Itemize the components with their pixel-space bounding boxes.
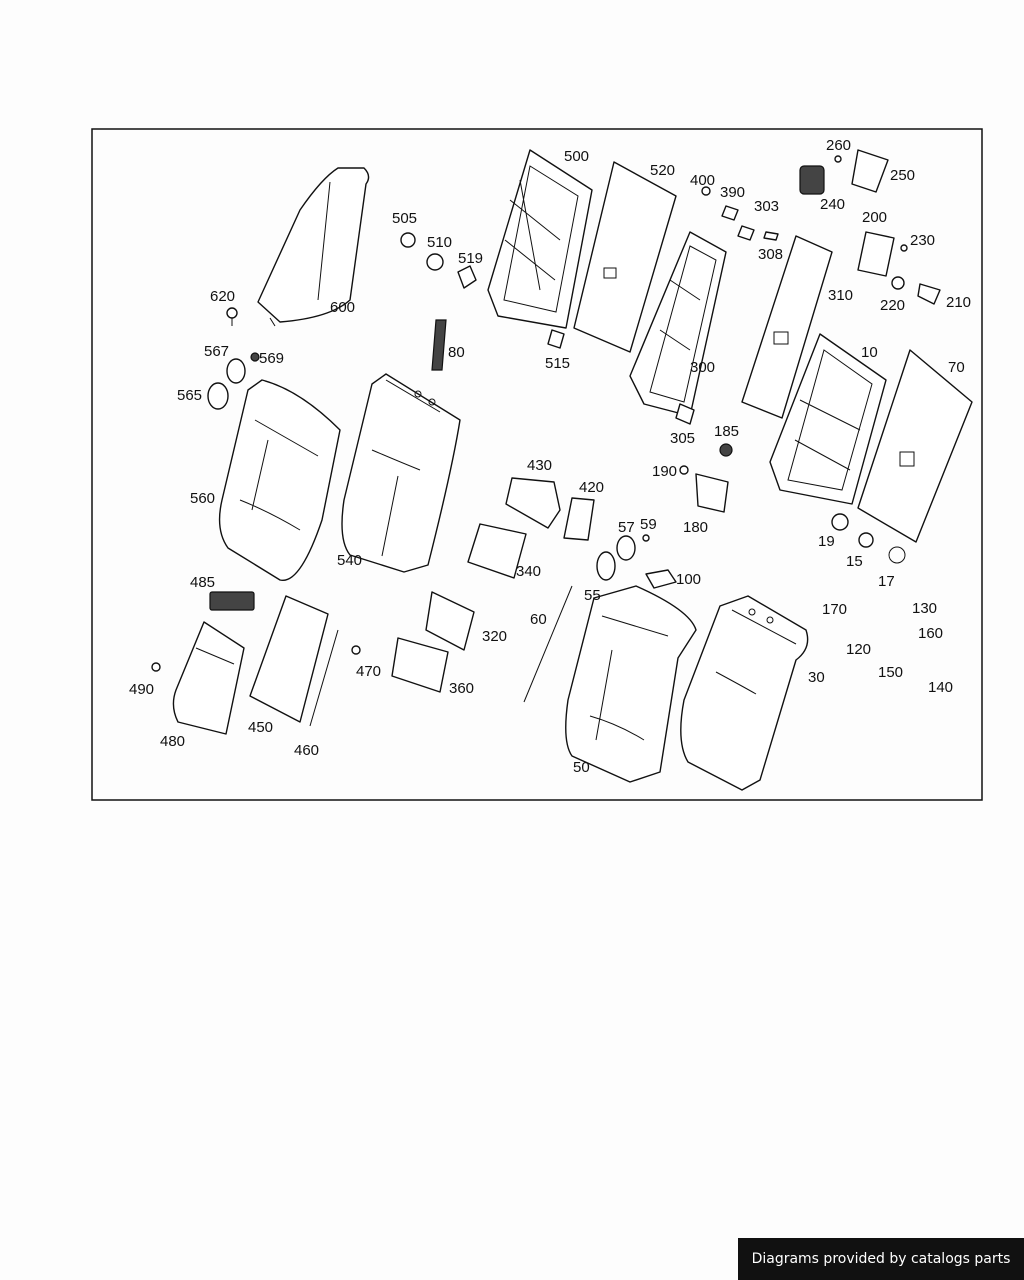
label-180: 180 <box>683 519 708 536</box>
label-430: 430 <box>527 457 552 474</box>
label-190: 190 <box>652 463 677 480</box>
part-565-567-569-discs <box>207 352 260 410</box>
label-390: 390 <box>720 184 745 201</box>
label-567: 567 <box>204 343 229 360</box>
label-30: 30 <box>808 669 825 686</box>
part-560-seat-cushion <box>218 379 341 581</box>
part-180-185-190-bracket <box>679 443 733 513</box>
label-520: 520 <box>650 162 675 179</box>
part-485-switch-block <box>209 591 255 611</box>
part-600-side-bolster <box>257 167 370 327</box>
label-305: 305 <box>670 430 695 447</box>
label-57: 57 <box>618 519 635 536</box>
label-140: 140 <box>928 679 953 696</box>
label-320: 320 <box>482 628 507 645</box>
part-540-seat-cushion <box>341 373 461 573</box>
label-185: 185 <box>714 423 739 440</box>
part-340-cover <box>467 523 527 579</box>
label-170: 170 <box>822 601 847 618</box>
label-group: 10 15 17 19 30 50 55 57 59 60 70 80 100 … <box>129 137 971 776</box>
label-505: 505 <box>392 210 417 227</box>
label-510: 510 <box>427 234 452 251</box>
label-80: 80 <box>448 344 465 361</box>
label-230: 230 <box>910 232 935 249</box>
label-560: 560 <box>190 490 215 507</box>
label-10: 10 <box>861 344 878 361</box>
label-600: 600 <box>330 299 355 316</box>
label-480: 480 <box>160 733 185 750</box>
label-360: 360 <box>449 680 474 697</box>
part-15-17-19-rings <box>831 513 906 564</box>
part-450-460-brackets <box>249 595 339 727</box>
part-320-360-covers <box>391 591 475 693</box>
part-300-backrest-frame <box>629 231 727 417</box>
part-10-backrest-frame <box>769 333 887 505</box>
credit-banner: Diagrams provided by catalogs parts <box>738 1238 1024 1280</box>
part-515-bracket <box>547 329 565 349</box>
label-485: 485 <box>190 574 215 591</box>
part-500-backrest-frame <box>487 149 593 329</box>
label-300: 300 <box>690 359 715 376</box>
label-340: 340 <box>516 563 541 580</box>
label-120: 120 <box>846 641 871 658</box>
part-420-430-trim <box>505 477 595 541</box>
part-505-510-519-fittings <box>400 232 477 289</box>
part-310-panel <box>741 235 833 419</box>
label-500: 500 <box>564 148 589 165</box>
label-450: 450 <box>248 719 273 736</box>
part-70-panel <box>857 349 973 543</box>
label-15: 15 <box>846 553 863 570</box>
label-250: 250 <box>890 167 915 184</box>
part-60-rod <box>523 585 573 703</box>
label-60: 60 <box>530 611 547 628</box>
part-305-bracket <box>675 403 695 425</box>
label-420: 420 <box>579 479 604 496</box>
label-17: 17 <box>878 573 895 590</box>
label-460: 460 <box>294 742 319 759</box>
part-470-screw <box>351 645 361 655</box>
part-400-390-303-308-fasteners <box>701 186 779 241</box>
label-160: 160 <box>918 625 943 642</box>
label-310: 310 <box>828 287 853 304</box>
label-400: 400 <box>690 172 715 189</box>
label-540: 540 <box>337 552 362 569</box>
label-240: 240 <box>820 196 845 213</box>
part-80-rod <box>431 319 447 371</box>
label-565: 565 <box>177 387 202 404</box>
label-55: 55 <box>584 587 601 604</box>
part-200-210-220-230-mechanism <box>857 231 941 305</box>
label-19: 19 <box>818 533 835 550</box>
part-100-trim <box>645 569 677 589</box>
label-569: 569 <box>259 350 284 367</box>
label-519: 519 <box>458 250 483 267</box>
label-130: 130 <box>912 600 937 617</box>
label-200: 200 <box>862 209 887 226</box>
label-59: 59 <box>640 516 657 533</box>
part-30-backrest-cover <box>680 595 809 791</box>
label-470: 470 <box>356 663 381 680</box>
label-260: 260 <box>826 137 851 154</box>
label-490: 490 <box>129 681 154 698</box>
label-210: 210 <box>946 294 971 311</box>
part-620-clip <box>226 307 238 326</box>
part-55-57-59-discs <box>596 534 650 581</box>
part-240-250-260-switch <box>799 149 889 195</box>
part-50-backrest-cover <box>565 585 697 783</box>
label-100: 100 <box>676 571 701 588</box>
label-303: 303 <box>754 198 779 215</box>
label-220: 220 <box>880 297 905 314</box>
part-520-panel <box>573 161 677 353</box>
part-480-armrest <box>172 621 245 735</box>
label-70: 70 <box>948 359 965 376</box>
diagram-frame <box>91 128 983 801</box>
label-308: 308 <box>758 246 783 263</box>
part-490-clip <box>151 662 161 672</box>
label-515: 515 <box>545 355 570 372</box>
label-620: 620 <box>210 288 235 305</box>
label-50: 50 <box>573 759 590 776</box>
label-150: 150 <box>878 664 903 681</box>
